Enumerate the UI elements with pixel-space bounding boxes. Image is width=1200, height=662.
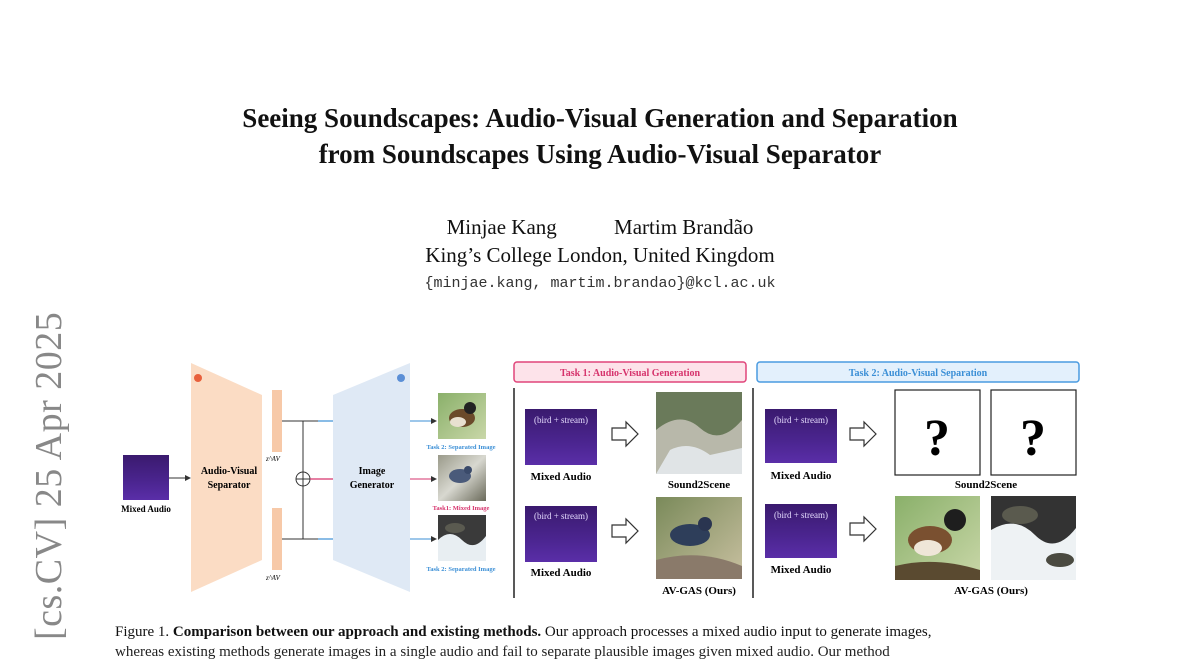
output-image-stream [438, 515, 486, 561]
task1-avgas-image [656, 497, 742, 579]
author-1: Minjae Kang [446, 215, 557, 239]
task2-avgas-stream-image [991, 496, 1076, 580]
figure-1: Mixed Audio Audio-Visual Separator z^AV … [121, 361, 1080, 598]
task2-avgas-bird-image [895, 496, 980, 580]
task2-header [756, 361, 1080, 383]
question-box-2 [990, 389, 1077, 476]
task2-mixed-label-top: Mixed Audio [771, 470, 832, 482]
output-top-label: Task 2: Separated Image [427, 444, 496, 451]
separator-label-2: Separator [208, 480, 251, 491]
task1-method-top: Sound2Scene [668, 479, 730, 491]
task1-spectrogram-bottom [525, 506, 597, 562]
question-box-1 [894, 389, 981, 476]
task2-method-bottom: AV-GAS (Ours) [954, 585, 1028, 597]
task2-spectrogram-top [765, 409, 837, 463]
task1-sound2scene-image [656, 392, 742, 474]
fire-icon [194, 374, 202, 382]
caption-bold: Comparison between our approach and exis… [172, 624, 542, 640]
task2-spectrogram-bottom [765, 504, 837, 558]
task1-spec-text-top: (bird + stream) [534, 415, 588, 425]
task1-mixed-label-bottom: Mixed Audio [531, 567, 592, 579]
latent-label-bottom: z^AV [265, 574, 281, 582]
latent-label-top: z^AV [265, 455, 281, 463]
task2-header-label: Task 2: Audio-Visual Separation [849, 368, 988, 379]
output-mid-label: Task1: Mixed Image [433, 505, 490, 512]
task2-spec-text-top: (bird + stream) [774, 415, 828, 425]
generator-block [333, 363, 410, 592]
generator-label-2: Generator [350, 480, 395, 491]
arrow-icon [849, 515, 877, 543]
separator-block [191, 363, 262, 592]
task2-method-top: Sound2Scene [955, 479, 1017, 491]
arrow-icon [849, 420, 877, 448]
latent-bar-bottom [272, 508, 282, 570]
caption-text: Our approach processes a mixed audio inp… [544, 624, 932, 640]
affiliation: King’s College London, United Kingdom [425, 243, 775, 267]
title-line-1: Seeing Soundscapes: Audio-Visual Generat… [242, 103, 958, 133]
task1-header [513, 361, 747, 383]
pipeline-spectrogram [123, 455, 169, 500]
title-line-2: from Soundscapes Using Audio-Visual Sepa… [318, 139, 882, 169]
task1-header-label: Task 1: Audio-Visual Generation [560, 368, 701, 379]
task1-method-bottom: AV-GAS (Ours) [662, 585, 736, 597]
author-2: Martim Brandão [614, 215, 754, 239]
generator-label-1: Image [359, 466, 386, 477]
output-bot-label: Task 2: Separated Image [427, 566, 496, 573]
snowflake-icon [397, 374, 405, 382]
task2-mixed-label-bottom: Mixed Audio [771, 564, 832, 576]
task1-mixed-label-top: Mixed Audio [531, 471, 592, 483]
task1-spec-text-bottom: (bird + stream) [534, 511, 588, 521]
question-mark-1: ? [924, 410, 950, 467]
task2-spec-text-bottom: (bird + stream) [774, 510, 828, 520]
caption-next-line: whereas existing methods generate images… [115, 644, 890, 660]
pipeline-mixed-audio-label: Mixed Audio [121, 504, 171, 514]
email: {minjae.kang, martim.brandao}@kcl.ac.uk [424, 275, 776, 292]
output-image-mixed [438, 455, 486, 501]
question-mark-2: ? [1020, 410, 1046, 467]
caption-label: Figure 1. [115, 624, 170, 640]
separator-label-1: Audio-Visual [201, 466, 258, 477]
paper-title: Seeing Soundscapes: Audio-Visual Generat… [0, 100, 1200, 172]
arrow-icon [611, 517, 639, 545]
task1-spectrogram-top [525, 409, 597, 465]
output-image-bird [438, 393, 486, 439]
arrow-icon [611, 420, 639, 448]
figure-caption: Figure 1. Comparison between our approac… [115, 622, 1095, 642]
authors: Minjae Kang Martim Brandão [0, 213, 1200, 241]
latent-bar-top [272, 390, 282, 452]
